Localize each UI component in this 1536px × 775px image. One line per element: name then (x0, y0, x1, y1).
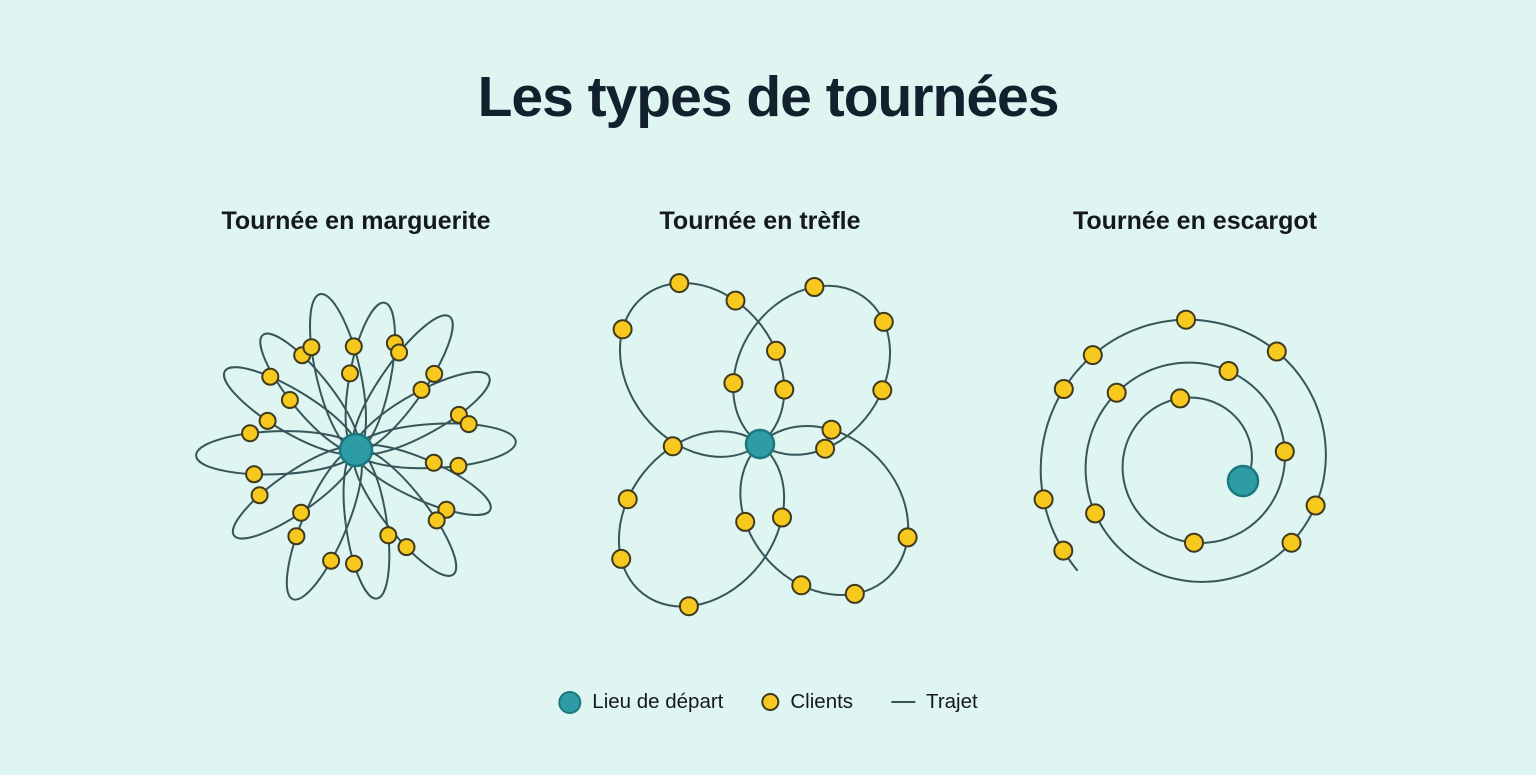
client-dot (617, 489, 638, 510)
client-dot (258, 411, 277, 430)
client-dot (245, 465, 264, 484)
panel-trefle: Tournée en trèfle (560, 205, 960, 652)
diagram-title-marguerite: Tournée en marguerite (221, 207, 491, 235)
client-dot (791, 575, 812, 596)
client-dot (322, 551, 341, 570)
client-marker-icon (761, 693, 780, 711)
client-dot (1274, 441, 1295, 462)
client-dot (735, 511, 756, 532)
legend-item-depot: Lieu de départ (558, 690, 723, 714)
client-dot (449, 456, 468, 475)
client-dot (725, 290, 746, 311)
diagram-escargot (1033, 309, 1327, 583)
client-dot (1085, 503, 1106, 524)
client-dot (772, 507, 792, 528)
client-dot (1082, 345, 1103, 366)
diagram-marguerite (195, 292, 517, 601)
client-dot (873, 311, 894, 332)
depot-dot (744, 428, 776, 460)
client-dot (1218, 361, 1239, 381)
client-dot (611, 548, 632, 569)
client-dot (897, 527, 918, 548)
client-dot (427, 511, 446, 530)
client-dot (280, 391, 299, 409)
client-dot (345, 554, 363, 573)
client-dot (459, 415, 478, 434)
client-dot (390, 343, 409, 362)
client-dot (1281, 532, 1302, 553)
client-dot (424, 453, 443, 472)
depot-dot (338, 432, 374, 468)
client-dot (261, 367, 280, 386)
client-dot (612, 319, 633, 340)
client-dot (821, 419, 842, 440)
client-dot (302, 338, 321, 357)
client-dot (662, 436, 683, 457)
route-loop (342, 448, 391, 600)
route-line-icon (891, 701, 916, 703)
legend-label-client: Clients (790, 690, 854, 713)
page-title: Les types de tournées (477, 65, 1060, 129)
client-dot (815, 438, 836, 459)
client-dot (292, 503, 311, 522)
client-dot (669, 273, 690, 294)
diagram-title-escargot: Tournée en escargot (1072, 207, 1318, 235)
client-dot (425, 364, 444, 383)
diagram-title-trefle: Tournée en trèfle (659, 207, 861, 235)
client-dot (1305, 495, 1326, 516)
client-dot (1170, 388, 1191, 409)
legend-item-route: Trajet (891, 690, 978, 714)
client-dot (344, 337, 363, 356)
client-dot (723, 373, 744, 394)
legend: Lieu de départ Clients Trajet (558, 690, 978, 714)
client-dot (1266, 341, 1287, 362)
client-dot (1176, 309, 1196, 330)
client-dot (1053, 379, 1074, 399)
panel-marguerite: Tournée en marguerite (156, 205, 556, 652)
client-dot (844, 583, 865, 604)
client-dot (804, 277, 825, 297)
client-dot (1106, 382, 1127, 403)
client-dot (678, 596, 699, 617)
client-dot (379, 526, 398, 545)
client-dot (774, 379, 795, 400)
client-dot (241, 424, 260, 443)
legend-label-depot: Lieu de départ (592, 690, 724, 713)
client-dot (341, 364, 359, 383)
depot-marker-icon (558, 690, 582, 714)
diagram-trefle (611, 273, 918, 617)
client-dot (287, 527, 306, 546)
legend-label-route: Trajet (926, 690, 978, 713)
client-dot (1053, 540, 1074, 561)
panel-escargot: Tournée en escargot (990, 205, 1400, 642)
client-dot (1033, 489, 1054, 510)
client-dot (397, 538, 416, 557)
client-dot (412, 380, 431, 399)
client-dot (1184, 532, 1204, 553)
client-dot (766, 340, 786, 361)
route-spiral (1039, 318, 1327, 583)
depot-dot (1226, 464, 1260, 498)
client-dot (250, 486, 269, 505)
client-dot (872, 380, 893, 401)
legend-item-client: Clients (761, 690, 853, 714)
